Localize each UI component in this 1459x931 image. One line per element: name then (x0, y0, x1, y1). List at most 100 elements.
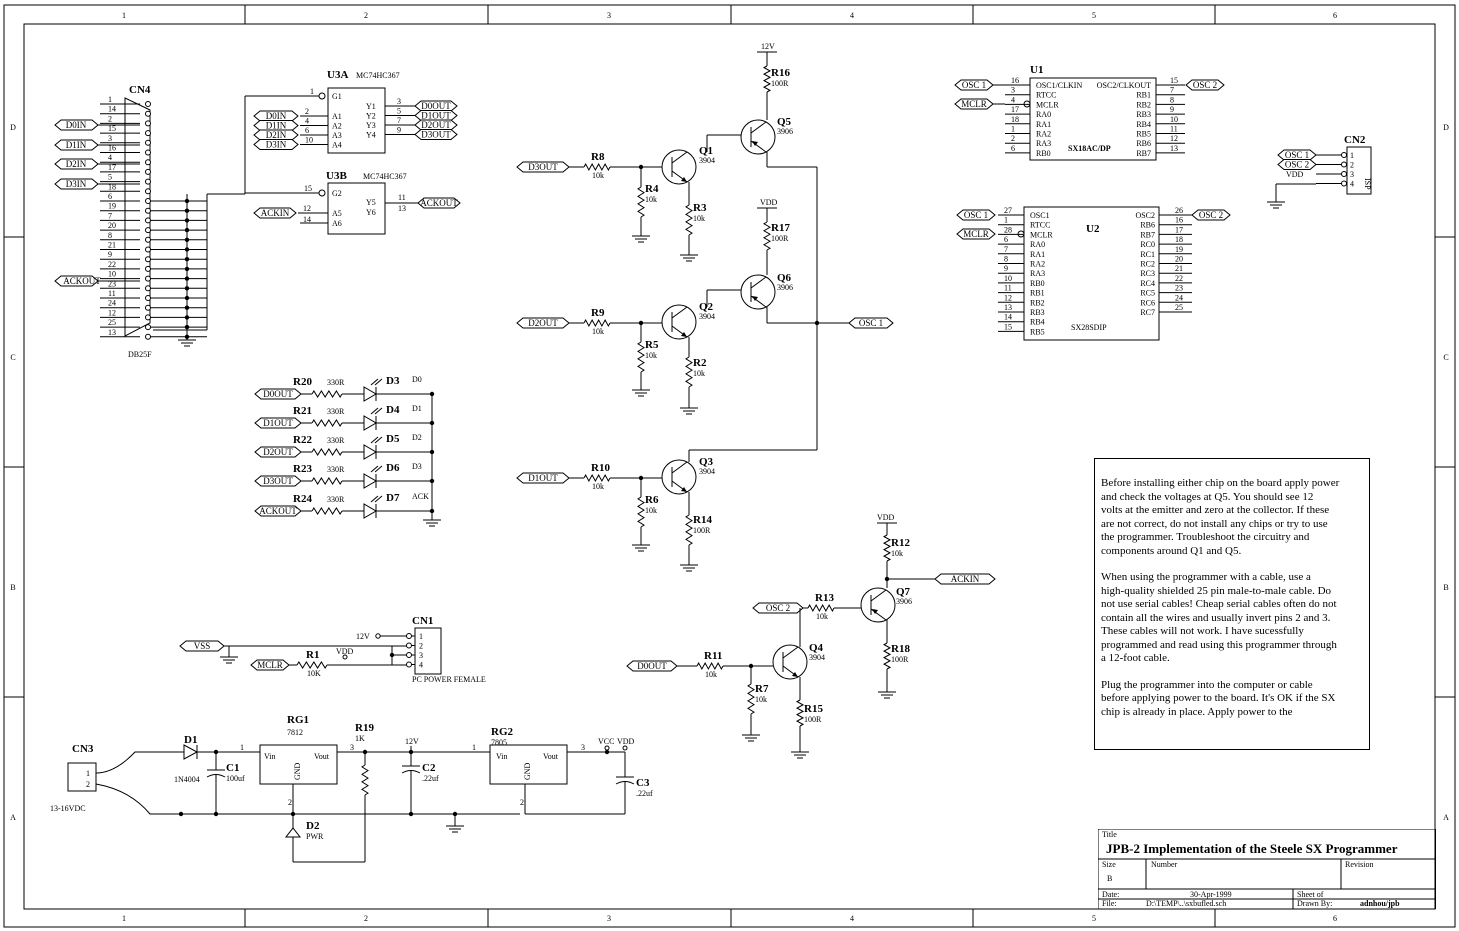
sheet-label: Sheet of (1297, 890, 1324, 899)
drawn-label: Drawn By: (1297, 899, 1333, 908)
pin-number: 4 (1350, 180, 1354, 189)
net-osc1-tag: OSC 1 (956, 209, 996, 221)
pin-number: 2 (288, 798, 292, 807)
cn4-pin-contact (145, 265, 151, 272)
net-d0out-tag-text: D0OUT (637, 661, 667, 671)
col-label: 3 (607, 11, 611, 20)
led-ref: D7 (386, 492, 400, 504)
pin-number: 1 (419, 632, 423, 641)
r19-ref: R19 (355, 722, 374, 734)
r8-val: 10k (592, 171, 604, 180)
svg-text:D3IN: D3IN (66, 179, 87, 189)
r10-ref: R10 (591, 462, 610, 474)
pin-name: RTCC (1036, 91, 1056, 100)
r4-ref: R4 (645, 183, 659, 195)
net-tag-text: D0OUT (263, 389, 293, 399)
net-vdd-label: VDD (1286, 170, 1304, 179)
note-paragraph: Plug the programmer into the computer or… (1101, 678, 1336, 718)
svg-text:D0IN: D0IN (66, 120, 87, 130)
pin-number: 23 (1175, 284, 1183, 293)
net-ackin-tag-text: ACKIN (951, 574, 980, 584)
cn4-ref: CN4 (129, 84, 151, 96)
r14-val: 100R (693, 526, 711, 535)
cn4-pin-number: 1 (108, 95, 112, 104)
pin-name: OSC2/CLKOUT (1097, 81, 1151, 90)
pin-name: RB0 (1036, 149, 1051, 158)
pin-number: 3 (350, 743, 354, 752)
d2-val: PWR (306, 832, 324, 841)
cn4-pin-number: 14 (108, 105, 116, 114)
svg-text:ISP: ISP (1363, 178, 1372, 190)
pin-number: 16 (1011, 76, 1019, 85)
q7-transistor-part: 3906 (896, 597, 912, 606)
led-resistor-ref: R20 (293, 376, 312, 388)
rg2-gnd: GND (523, 762, 532, 780)
cn2-pin-contact (1341, 180, 1347, 187)
file-label: File: (1102, 899, 1117, 908)
col-label: 3 (607, 914, 611, 923)
net-d3out-tag: D3OUT (414, 129, 458, 140)
pin-number: 21 (1175, 264, 1183, 273)
cn4-pin-contact (145, 149, 151, 156)
led-label: D3 (412, 462, 422, 471)
net-d1in-tag-text: D1IN (266, 121, 287, 131)
pin-number: 10 (305, 136, 313, 145)
pin-number: 3 (1011, 86, 1015, 95)
pin-number: 1 (472, 743, 476, 752)
cn4-pin-contact (145, 304, 151, 311)
q7-transistor-ref: Q7 (896, 586, 911, 598)
title-block: Title JPB-2 Implementation of the Steele… (1098, 829, 1436, 909)
led-resistor-val: 330R (327, 436, 345, 445)
col-label: 1 (122, 914, 126, 923)
pin-name: Y6 (366, 208, 376, 217)
net-ackin-tag: ACKIN (934, 573, 996, 585)
r1-ref: R1 (306, 649, 319, 661)
q2-transistor-part: 3904 (699, 312, 715, 321)
ground-symbol (632, 235, 650, 243)
cn4-pin-contact (145, 217, 151, 224)
r6-ref: R6 (645, 494, 659, 506)
net-d1in-tag: D1IN (54, 139, 99, 151)
pin-name: RC6 (1140, 298, 1155, 307)
pin-number: 13 (1170, 144, 1178, 153)
col-label: 4 (850, 11, 854, 20)
cn4-pin-number: 22 (108, 260, 116, 269)
led-resistor-val: 330R (327, 407, 345, 416)
row-label: C (1443, 353, 1448, 362)
r15-ref: R15 (804, 703, 823, 715)
r8-ref: R8 (591, 151, 605, 163)
net-d1in-tag: D1IN (253, 120, 299, 131)
ground-symbol (680, 564, 698, 572)
svg-text:U3B: U3B (326, 170, 347, 182)
pin-name: RA0 (1036, 110, 1051, 119)
pin-name: RA3 (1036, 139, 1051, 148)
c3-ref: C3 (636, 777, 650, 789)
net-osc2-tag: OSC 2 (1277, 159, 1317, 170)
net-12v-label: 12V (356, 632, 370, 641)
led-resistor-ref: R21 (293, 405, 312, 417)
r9-val: 10k (592, 327, 604, 336)
pin-name: RC5 (1140, 289, 1155, 298)
pin-number: 11 (1170, 125, 1178, 134)
pin-number: 2 (1011, 134, 1015, 143)
cn4-pin-contact (145, 178, 151, 185)
pin-name: RB3 (1136, 110, 1151, 119)
pin-number: 1 (86, 769, 90, 778)
row-label: B (10, 583, 15, 592)
cn4-pin-number: 8 (108, 231, 112, 240)
pin-number: 26 (1175, 206, 1183, 215)
cn3-label: 13-16VDC (50, 804, 86, 813)
pin-name: RB6 (1140, 221, 1155, 230)
pin-name: Y4 (366, 131, 376, 140)
cn4-pin-number: 7 (108, 211, 112, 220)
svg-text:MC74HC367: MC74HC367 (363, 172, 407, 181)
svg-text:D2IN: D2IN (66, 159, 87, 169)
net-d3out-tag-text: D3OUT (528, 162, 558, 172)
